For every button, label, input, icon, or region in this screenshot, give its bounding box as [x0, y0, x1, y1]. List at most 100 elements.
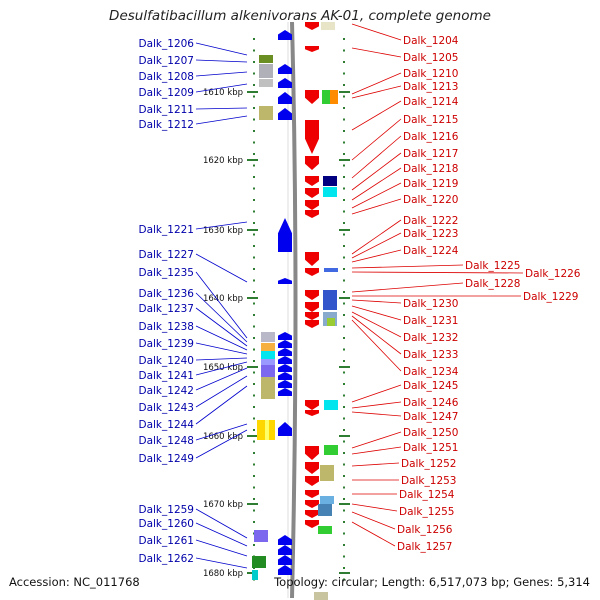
gene-label-right: Dalk_1225	[465, 260, 521, 272]
forward-gene-arrow	[305, 200, 319, 210]
forward-gene-arrow	[305, 320, 319, 328]
leader-line	[351, 282, 464, 293]
axis-dot	[343, 578, 345, 581]
axis-dot	[343, 509, 345, 512]
axis-dot	[343, 118, 345, 121]
axis-dot	[253, 521, 255, 523]
leader-line	[351, 311, 402, 338]
leader-line	[351, 431, 402, 449]
feature-block	[322, 90, 330, 104]
gene-label-right: Dalk_1247	[403, 411, 459, 423]
forward-gene-arrow	[305, 446, 319, 460]
gene-label-right: Dalk_1223	[403, 228, 459, 240]
axis-dot	[343, 164, 345, 167]
axis-dot	[343, 187, 345, 190]
axis-dot	[253, 268, 255, 270]
axis-dot	[343, 325, 345, 328]
leader-line	[195, 429, 248, 459]
gene-label-left: Dalk_1208	[139, 71, 195, 83]
leader-line	[351, 305, 402, 321]
axis-dot	[253, 199, 255, 201]
axis-dot	[343, 302, 345, 305]
axis-dot	[343, 268, 345, 270]
gene-label-left: Dalk_1236	[139, 288, 195, 300]
axis-dot	[253, 38, 255, 40]
reverse-gene-arrow	[278, 565, 292, 575]
axis-dot	[253, 360, 255, 362]
gene-label-left: Dalk_1207	[139, 55, 195, 67]
axis-dot	[343, 406, 345, 408]
axis-dot	[253, 498, 255, 500]
axis-dot	[253, 348, 255, 351]
accession-text: Accession: NC_011768	[9, 575, 140, 589]
scale-tick-label: 1620 kbp	[203, 156, 243, 166]
reverse-gene-arrow	[278, 535, 292, 545]
forward-gene-arrow	[305, 46, 319, 52]
reverse-gene-arrow	[278, 108, 292, 120]
axis-dot	[343, 521, 345, 523]
axis-dot	[343, 394, 345, 397]
feature-block	[265, 420, 269, 440]
reverse-gene-arrow	[278, 332, 292, 340]
forward-gene-arrow	[305, 476, 319, 486]
axis-dot	[253, 486, 255, 489]
leader-line	[351, 85, 402, 99]
gene-label-left: Dalk_1262	[139, 553, 195, 565]
feature-block	[254, 530, 268, 542]
feature-block	[320, 465, 334, 481]
feature-block	[321, 22, 335, 30]
feature-block	[259, 79, 273, 87]
feature-block	[327, 318, 335, 326]
feature-block	[324, 400, 338, 410]
feature-block	[330, 90, 338, 104]
forward-gene-arrow	[305, 210, 319, 218]
leader-line	[195, 385, 248, 425]
feature-block	[261, 343, 275, 351]
axis-dot	[343, 130, 345, 132]
axis-dot	[343, 567, 345, 569]
gene-label-left: Dalk_1209	[139, 87, 195, 99]
leader-line	[195, 357, 248, 361]
scale-tick-label: 1660 kbp	[203, 432, 243, 442]
axis-dot	[343, 532, 345, 535]
reverse-gene-arrow	[278, 380, 292, 388]
gene-label-right: Dalk_1224	[403, 245, 459, 257]
axis-dot	[343, 256, 345, 259]
reverse-gene-arrow	[278, 388, 292, 396]
axis-dot	[343, 486, 345, 489]
feature-block	[259, 55, 273, 63]
gene-label-right: Dalk_1253	[401, 475, 457, 487]
axis-dot	[253, 210, 255, 213]
forward-gene-arrow	[305, 312, 319, 320]
reverse-gene-arrow	[278, 278, 292, 284]
axis-dot	[253, 452, 255, 454]
axis-dot	[253, 84, 255, 86]
leader-line	[195, 253, 248, 283]
leader-line	[195, 342, 248, 355]
forward-gene-arrow	[305, 490, 319, 498]
feature-block	[318, 504, 332, 516]
reverse-gene-arrow	[278, 30, 292, 40]
axis-dot	[253, 141, 255, 144]
leader-line	[195, 522, 248, 547]
axis-dot	[253, 222, 255, 224]
forward-gene-arrow	[305, 176, 319, 186]
axis-dot	[343, 544, 345, 546]
forward-gene-arrow	[305, 188, 319, 198]
gene-label-right: Dalk_1204	[403, 35, 459, 47]
axis-dot	[253, 314, 255, 316]
gene-label-left: Dalk_1243	[139, 402, 195, 414]
leader-line	[351, 299, 402, 304]
axis-dot	[253, 440, 255, 443]
leader-line	[195, 271, 248, 339]
gene-label-left: Dalk_1238	[139, 321, 195, 333]
axis-dot	[343, 429, 345, 431]
scale-tick-label: 1630 kbp	[203, 226, 243, 236]
feature-block	[261, 351, 275, 359]
reverse-gene-arrow	[278, 340, 292, 348]
forward-gene-arrow	[305, 400, 319, 410]
leader-line	[351, 23, 402, 41]
axis-dot	[343, 233, 345, 236]
